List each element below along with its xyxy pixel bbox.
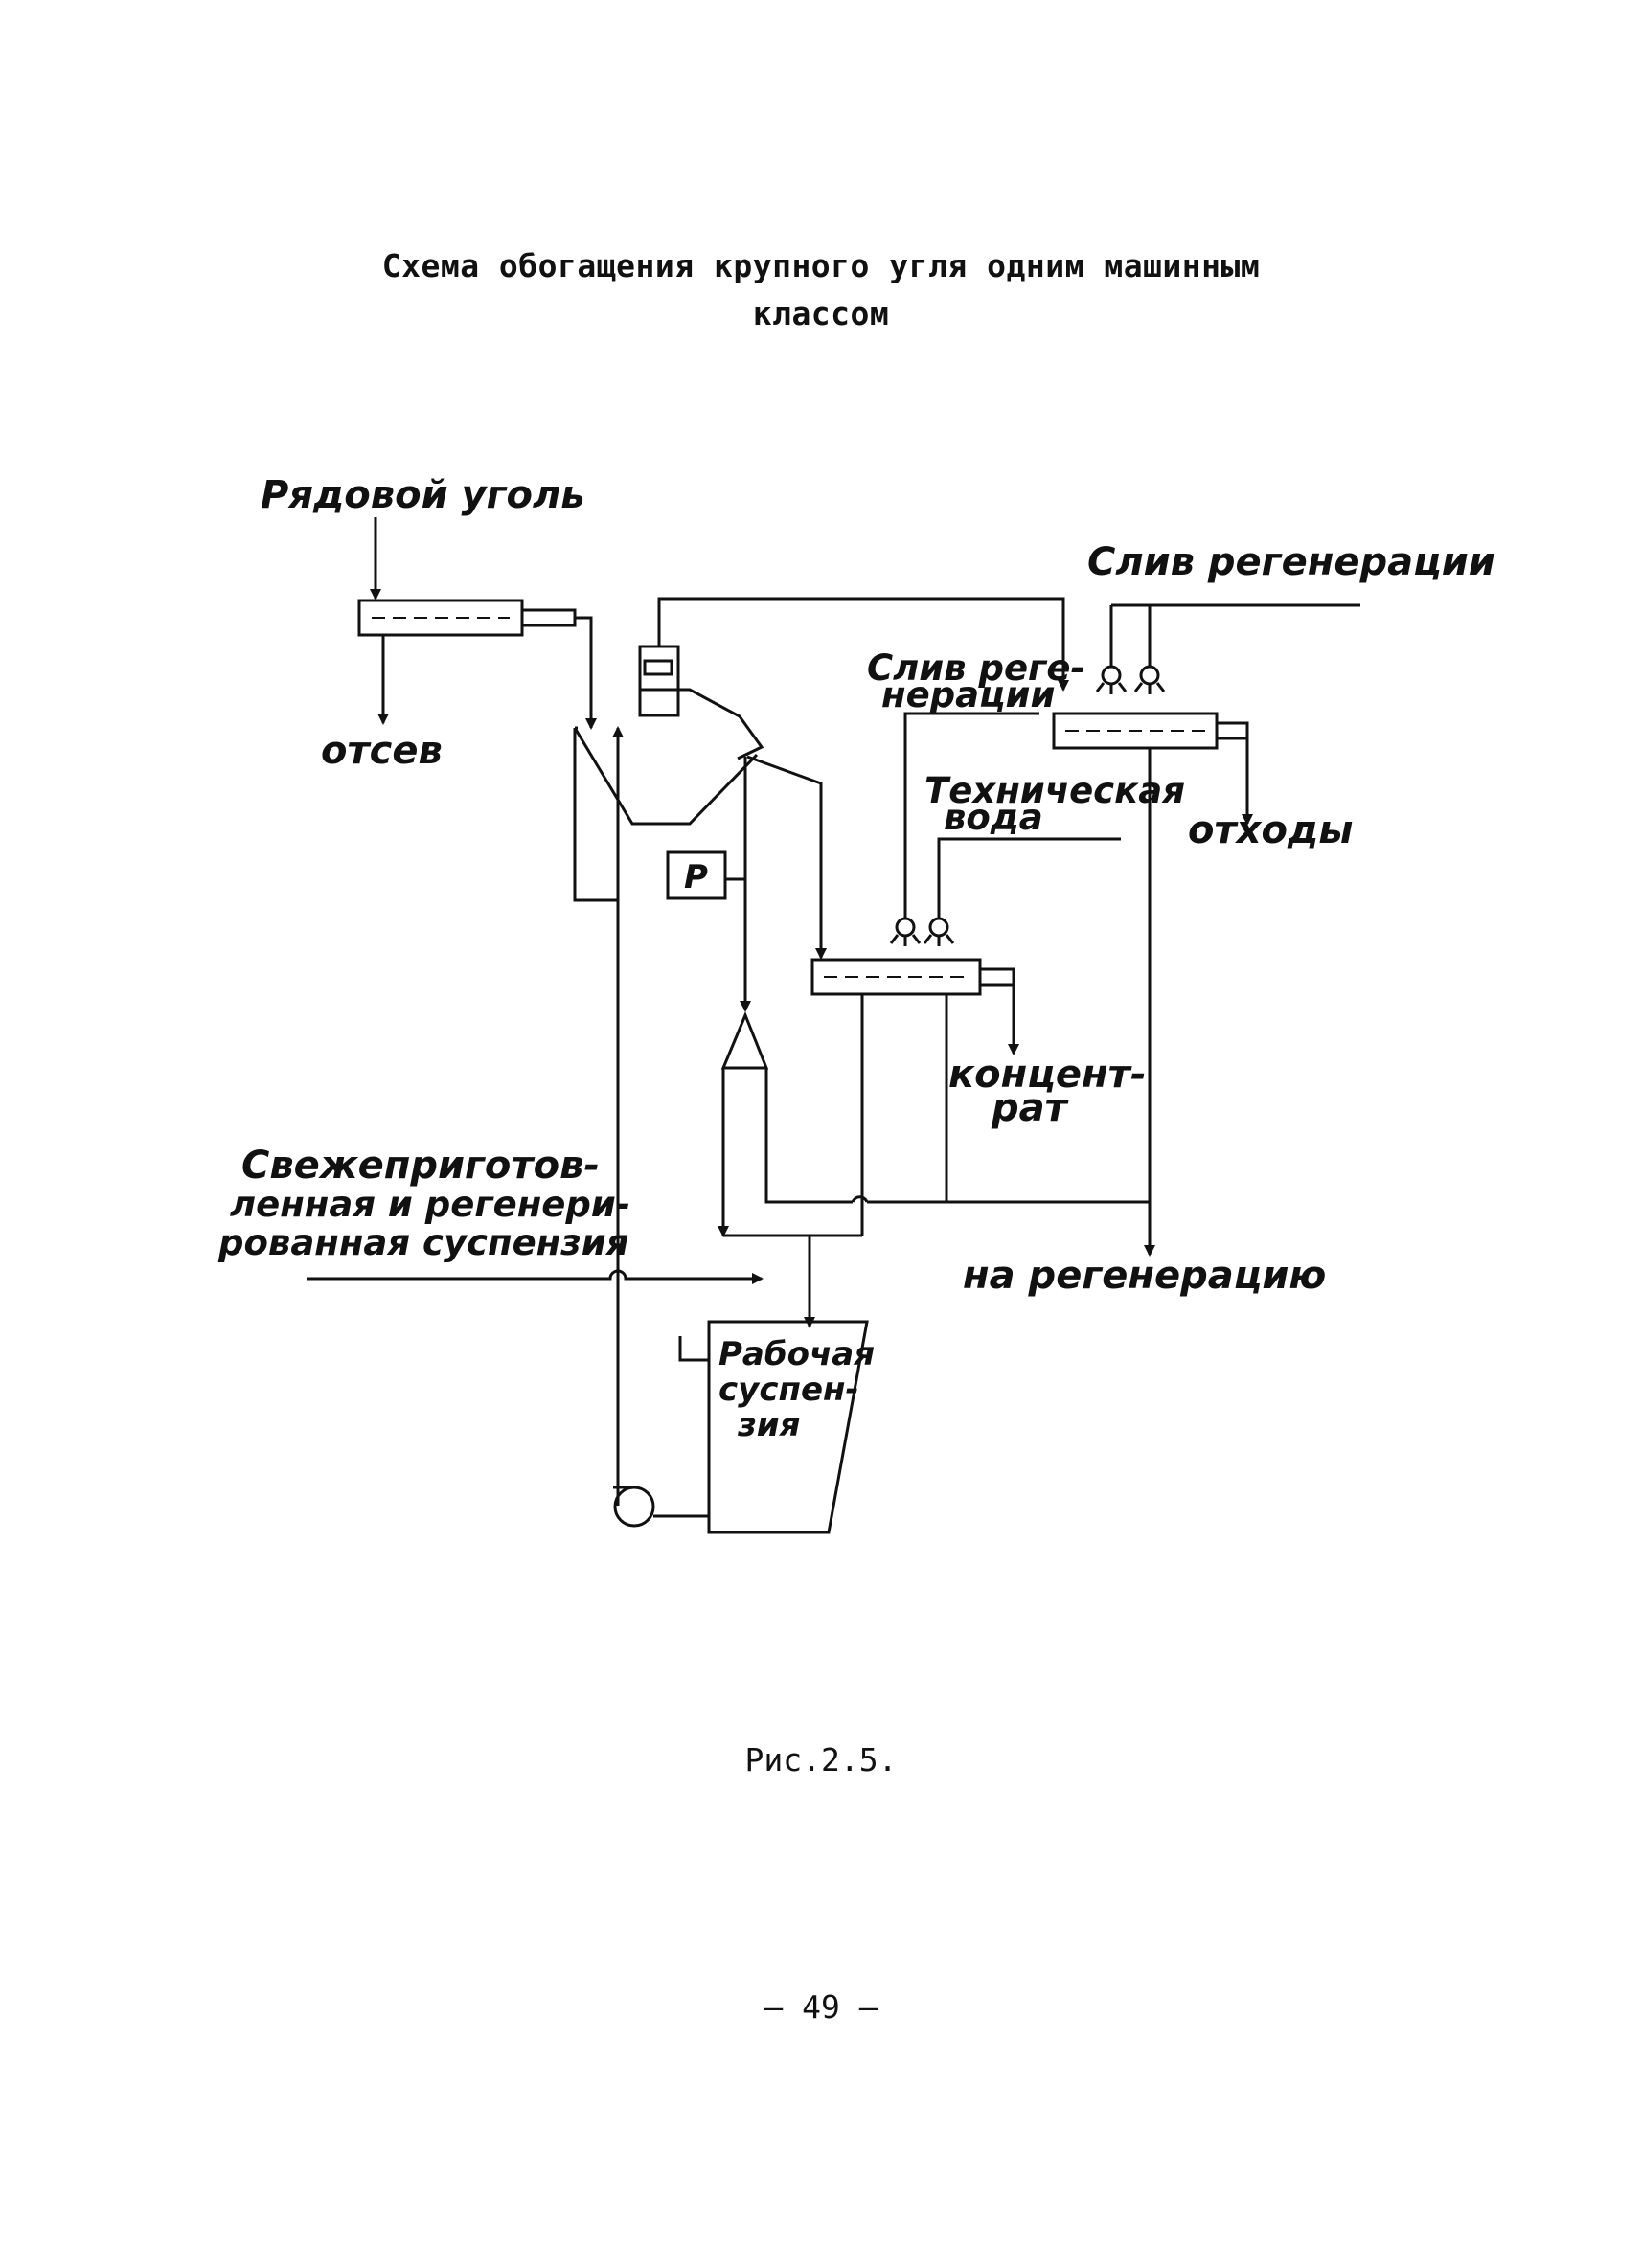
- fresh-suspension-label-2: ленная и регенери-: [230, 1184, 630, 1225]
- document-title-line-1: Схема обогащения крупного угля одним маш…: [381, 247, 1261, 284]
- densimeter-label: Р: [684, 858, 708, 896]
- document-title-line-2: классом: [752, 295, 890, 332]
- regen-drain-mid-pipe: [903, 712, 1039, 918]
- screenings-label: отсев: [321, 729, 443, 773]
- page-number: – 49 –: [764, 1988, 878, 2026]
- regen-drain-mid-label-2: нерации: [881, 674, 1055, 715]
- cone-right-drain: [764, 1068, 853, 1204]
- pump: [613, 1486, 655, 1528]
- regen-drain-mid-label-1: Слив реге-: [867, 647, 1085, 689]
- heavy-media-separator: [573, 645, 764, 826]
- sink-to-concentrate-screen-line: [746, 755, 827, 960]
- figure-caption: Рис.2.5.: [744, 1741, 898, 1779]
- drain-cone: [720, 1011, 769, 1070]
- fresh-suspension-label-3: рованная суспензия: [217, 1222, 628, 1263]
- working-suspension-tank: Рабочая суспен- зия: [678, 1320, 875, 1534]
- working-suspension-label-2: суспен-: [718, 1371, 859, 1409]
- float-to-waste-screen-line: [657, 597, 1069, 692]
- densimeter: Р: [666, 850, 727, 900]
- technical-water-label-2: вода: [944, 797, 1043, 838]
- technical-water-label-1: Техническая: [924, 770, 1185, 811]
- fresh-suspension-label-1: Свежеприготов-: [241, 1144, 600, 1188]
- concentrate-label-1: концент-: [948, 1053, 1146, 1097]
- spray-nozzles-mid: [889, 917, 955, 946]
- waste-screen: [1052, 712, 1249, 750]
- to-regeneration-label: на регенерацию: [963, 1254, 1326, 1298]
- working-suspension-label-1: Рабочая: [718, 1335, 875, 1373]
- pre-screen: [357, 599, 577, 637]
- feed-to-separator-line: [575, 616, 597, 730]
- raw-coal-label: Рядовой уголь: [261, 473, 585, 517]
- circulation-pipe: [573, 728, 620, 1506]
- technical-water-pipe: [937, 837, 1121, 918]
- working-suspension-label-3: зия: [737, 1406, 800, 1444]
- spray-nozzles-top: [1095, 665, 1166, 694]
- collector-crossover: [851, 1195, 869, 1203]
- waste-label: отходы: [1188, 808, 1353, 852]
- fresh-suspension-pipe: [307, 1269, 764, 1284]
- regen-drain-top-label: Слив регенерации: [1087, 540, 1495, 584]
- concentrate-screen: [810, 958, 1015, 996]
- concentrate-label-2: рат: [991, 1086, 1070, 1130]
